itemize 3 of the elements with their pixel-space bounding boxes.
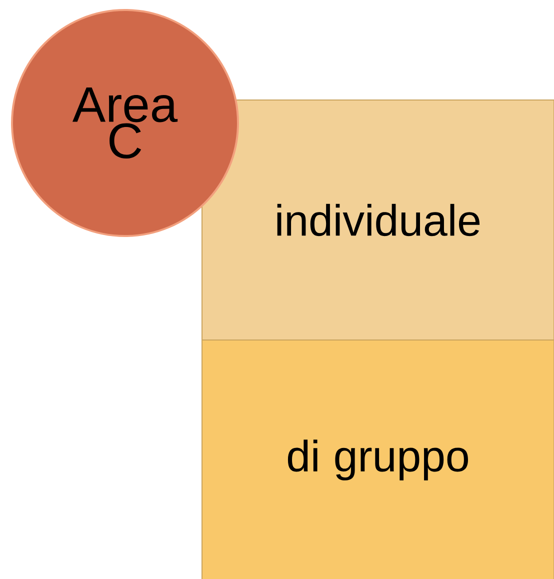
circle-badge: Area C [11, 9, 239, 237]
category-box: di gruppo [202, 340, 554, 579]
category-box: individuale [202, 100, 554, 340]
